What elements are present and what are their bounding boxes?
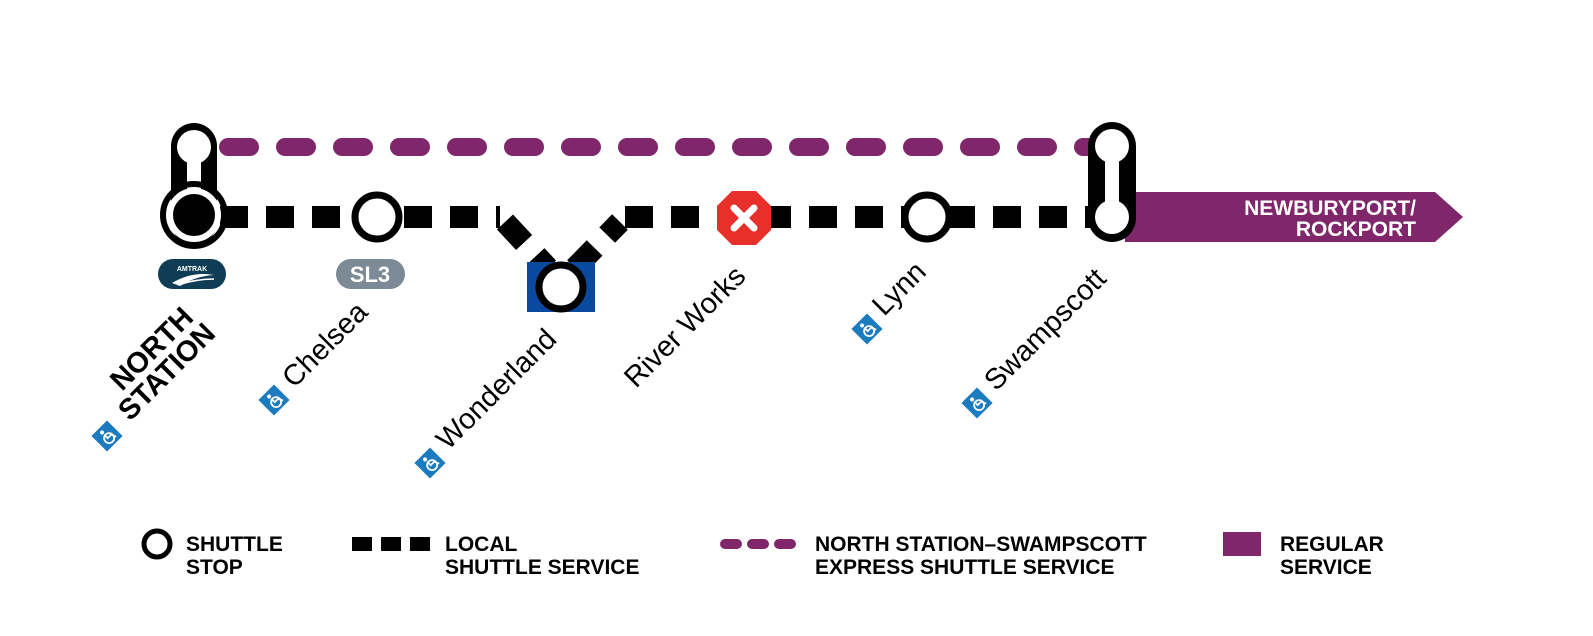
legend-regular-line1: REGULAR: [1280, 533, 1384, 556]
station-label-chelsea: Chelsea: [276, 295, 374, 393]
accessibility-icon: [961, 387, 993, 419]
wonderland-stop[interactable]: [527, 261, 595, 313]
legend-express-line2: EXPRESS SHUTTLE SERVICE: [815, 556, 1115, 579]
legend-local: LOCAL SHUTTLE SERVICE: [445, 533, 639, 579]
station-label-swampscott: Swampscott: [978, 263, 1112, 397]
legend-shuttle-stop-line2: STOP: [186, 556, 243, 579]
accessibility-icon: [258, 384, 290, 416]
legend-regular-icon: [1223, 532, 1261, 556]
regular-service-arrow: [1125, 192, 1463, 242]
sl3-badge-text: SL3: [350, 262, 390, 287]
chelsea-stop[interactable]: [351, 191, 403, 243]
accessibility-icon: [91, 420, 123, 452]
legend-local-line2: SHUTTLE SERVICE: [445, 556, 640, 579]
legend-shuttle-stop-icon: [141, 528, 173, 560]
lynn-stop[interactable]: [901, 191, 953, 243]
amtrak-logo: AMTRAK: [158, 259, 226, 289]
route-label-line1: NEWBURYPORT/: [1244, 197, 1416, 220]
accessibility-icon: [851, 313, 883, 345]
closed-x-icon: [730, 204, 758, 232]
station-label-lynn: Lynn: [866, 256, 932, 322]
route-label-line2: ROCKPORT: [1296, 218, 1416, 241]
north-station-stop[interactable]: [160, 123, 228, 249]
swampscott-stop[interactable]: [1088, 122, 1136, 242]
legend-express-line1: NORTH STATION–SWAMPSCOTT: [815, 533, 1147, 556]
legend-express: NORTH STATION–SWAMPSCOTT EXPRESS SHUTTLE…: [815, 533, 1147, 579]
station-label-wonderland: Wonderland: [430, 323, 563, 456]
legend-shuttle-stop-line1: SHUTTLE: [186, 533, 283, 556]
river-works-closed-stop[interactable]: [717, 191, 771, 245]
sl3-badge: SL3: [336, 259, 405, 289]
accessibility-icon: [414, 447, 446, 479]
amtrak-badge-text: AMTRAK: [177, 266, 207, 273]
legend-regular: REGULAR SERVICE: [1280, 533, 1384, 579]
station-label-river-works: River Works: [618, 260, 752, 394]
legend-local-line1: LOCAL: [445, 533, 518, 556]
legend-shuttle-stop: SHUTTLE STOP: [186, 533, 283, 579]
legend-regular-line2: SERVICE: [1280, 556, 1372, 579]
